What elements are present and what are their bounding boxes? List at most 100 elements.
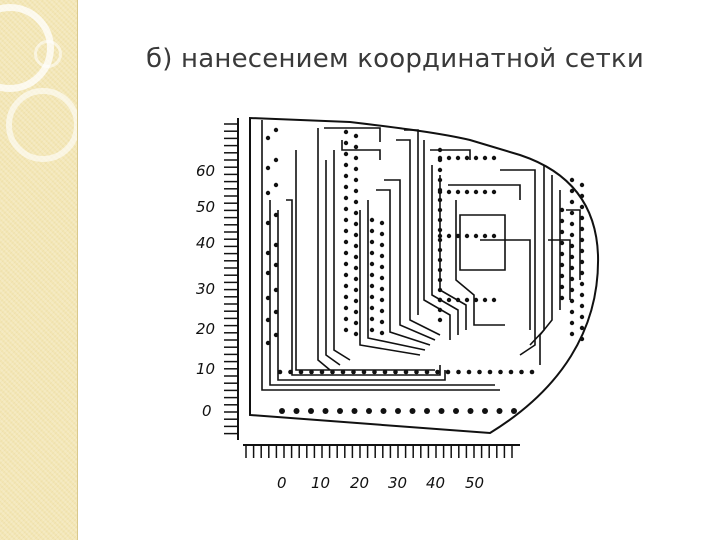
pad-dot [456, 369, 461, 375]
y-tick-label: 60 [196, 162, 215, 180]
pad-dot [455, 297, 461, 303]
pad-dot [343, 195, 349, 201]
pad-dot [330, 369, 335, 375]
pad-dot [380, 408, 387, 414]
pad-dot [353, 265, 359, 271]
x-tick-label: 10 [311, 474, 330, 492]
pad-dot [464, 155, 470, 161]
board-outline [249, 116, 600, 435]
pad-dot [473, 189, 479, 195]
pad-dot [579, 314, 585, 320]
pad-dot [369, 261, 375, 267]
pad-dot [519, 369, 524, 375]
pad-dot [437, 277, 443, 283]
pad-dot [361, 369, 367, 375]
decorative-ring [34, 40, 62, 68]
y-tick-label: 40 [196, 234, 215, 252]
pad-dot [369, 239, 375, 245]
pad-dot [353, 287, 359, 293]
pad-dot [393, 369, 398, 375]
x-tick-label: 40 [426, 474, 445, 492]
pad-dot [466, 369, 472, 375]
pad-dot [467, 408, 474, 414]
pad-dot [293, 408, 300, 414]
pad-dot [579, 336, 585, 342]
pad-dot [508, 369, 514, 375]
pad-dot [424, 369, 430, 375]
pad-dot [437, 197, 443, 203]
pad-dot [482, 297, 488, 303]
pad-dot [308, 408, 314, 414]
pad-dot [496, 408, 503, 414]
pad-dot [482, 408, 488, 414]
pad-dot [559, 207, 565, 213]
pad-dot [353, 188, 359, 194]
pad-dot [343, 228, 349, 234]
pad-dot [343, 217, 349, 223]
pad-dot [437, 147, 443, 153]
pad-dot [464, 189, 470, 195]
y-tick-label: 20 [196, 320, 215, 338]
pad-dot [343, 239, 349, 245]
pad-dot [569, 331, 575, 337]
pad-dot [529, 369, 535, 375]
pad-dot [491, 189, 497, 195]
pad-dot [579, 226, 585, 232]
pad-dot [353, 254, 359, 260]
pad-dot [579, 182, 585, 188]
pad-dot [273, 332, 279, 338]
pad-dot [437, 247, 443, 253]
pad-dot [343, 283, 349, 289]
pad-dot [579, 292, 585, 298]
pad-dot [414, 369, 419, 375]
pad-dot [569, 309, 575, 315]
pad-dot [265, 190, 271, 196]
pad-dot [340, 369, 346, 375]
pad-dot [265, 317, 271, 323]
pad-dot [353, 243, 359, 249]
pad-dot [446, 189, 452, 195]
pad-dot [455, 233, 461, 239]
pad-dot [343, 206, 349, 212]
pad-dot [366, 408, 372, 414]
pad-dot [569, 243, 575, 249]
pad-dot [437, 237, 443, 243]
pad-dot [438, 408, 445, 414]
pad-dot [437, 287, 443, 293]
y-tick-label: 10 [196, 360, 215, 378]
pad-dot [455, 189, 461, 195]
pad-dot [409, 408, 416, 414]
pad-dot [437, 167, 443, 173]
pad-dot [379, 264, 385, 270]
y-tick-label: 50 [196, 198, 215, 216]
pad-dot [435, 369, 440, 375]
decorative-sidebar [0, 0, 80, 540]
pad-dot [273, 212, 279, 218]
pad-dot [579, 270, 585, 276]
pad-dot [579, 325, 585, 331]
pad-dot [343, 140, 349, 146]
pad-dot [569, 232, 575, 238]
pad-dot [273, 157, 279, 163]
pad-dot [379, 308, 385, 314]
pad-dot [273, 242, 279, 248]
pad-dot [482, 155, 488, 161]
pad-dot [353, 309, 359, 315]
pad-dot [569, 265, 575, 271]
pad-dot [369, 316, 375, 322]
pad-dot [369, 228, 375, 234]
pad-dot [437, 177, 443, 183]
pad-dot [437, 267, 443, 273]
x-tick-label: 50 [465, 474, 484, 492]
pad-dot [353, 331, 359, 337]
pad-dot [559, 262, 565, 268]
pad-dot [455, 155, 461, 161]
sidebar-divider [77, 0, 78, 540]
pad-dot [569, 221, 575, 227]
pad-dot [353, 232, 359, 238]
pad-dot [343, 250, 349, 256]
pad-dot [579, 248, 585, 254]
pad-dot [343, 129, 349, 135]
pad-dot [437, 207, 443, 213]
